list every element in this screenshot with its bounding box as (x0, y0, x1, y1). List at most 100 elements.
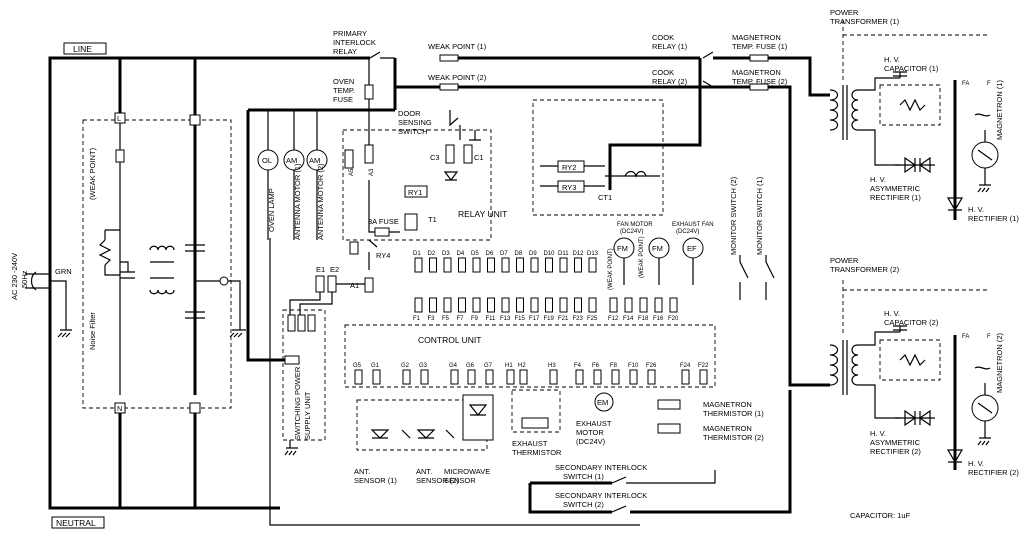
e1-label: E1 (316, 265, 325, 274)
mag-therm-1-label-2: THERMISTOR (1) (703, 409, 764, 418)
ant-sensor-elements (370, 429, 455, 439)
connector-f8 (611, 369, 620, 385)
pt1-label-2: TRANSFORMER (1) (830, 17, 900, 26)
em-label: EM (597, 398, 608, 407)
weak-point-2-label: WEAK POINT (2) (428, 73, 487, 82)
connector-f21 (559, 297, 568, 313)
ry3-label: RY3 (562, 183, 576, 192)
connector-f25 (588, 297, 597, 313)
asym-rectifier-1 (895, 156, 935, 174)
microwave-sensor-label-2: SENSOR (444, 476, 476, 485)
connector-f6-label: F6 (592, 363, 600, 369)
connector-d11 (559, 257, 568, 273)
c3-label: C3 (430, 153, 440, 162)
hvrect2-label-1: H. V. (968, 459, 984, 468)
pt2-primary (829, 344, 839, 386)
exhaust-fan-label-1: EXHAUST FAN (672, 222, 714, 228)
connector-d10-label: D10 (544, 251, 556, 257)
sec-interlock-2-label-1: SECONDARY INTERLOCK (555, 491, 647, 500)
magnetron-2-label: MAGNETRON (2) (995, 332, 1004, 393)
hvcap1-box (879, 84, 941, 126)
mag-fuse-1-label-1: MAGNETRON (732, 33, 781, 42)
hv-rectifier-1 (946, 197, 964, 212)
choke-lower (149, 289, 175, 295)
e2-terminal (327, 275, 337, 293)
relay-aux-fuse (349, 241, 359, 255)
plug-body (30, 271, 37, 291)
filter-resistor-leads (104, 229, 120, 276)
supply-wire (48, 56, 122, 510)
connector-f22 (699, 369, 708, 385)
oven-temp-fuse (364, 84, 374, 100)
mag-therm-2-label-2: THERMISTOR (2) (703, 433, 764, 442)
hv-rectifier-2 (946, 449, 964, 464)
asym2-label-2: ASYMMETRIC (870, 438, 921, 447)
connector-d8 (516, 257, 524, 273)
ant-sensor-1-label-1: ANT. (354, 467, 370, 476)
asym-rectifier-2 (895, 409, 935, 427)
exhaust-thermistor-label-2: THERMISTOR (512, 448, 562, 457)
connector-f1 (414, 297, 423, 313)
connector-f14-label: F14 (623, 316, 634, 322)
terminal-l-label: L (117, 114, 121, 123)
connector-f18 (639, 297, 648, 313)
mag-fuse-2-label-2: TEMP. FUSE (2) (732, 77, 788, 86)
monitor-switch-1-label: MONITOR SWITCH (1) (755, 176, 764, 255)
connector-g1 (372, 369, 381, 385)
exhaust-thermistor (521, 417, 549, 429)
connector-f7 (458, 297, 466, 313)
connector-g4 (450, 369, 459, 385)
connector-d13-label: D13 (587, 251, 599, 257)
connector-f20 (669, 297, 678, 313)
asym1-label-1: H. V. (870, 175, 886, 184)
ant-sensor-1-label-2: SENSOR (1) (354, 476, 397, 485)
asym2-label-3: RECTIFIER (2) (870, 447, 921, 456)
connector-d10 (545, 257, 553, 273)
connector-g5 (354, 369, 363, 385)
magnetron-2-ground (977, 421, 991, 446)
e-terminal-leads (289, 283, 365, 315)
ry2-label: RY2 (562, 163, 576, 172)
door-sensing-label-3: SWITCH (398, 127, 428, 136)
connector-d5-label: D5 (471, 251, 479, 257)
mag-therm-1-label-1: MAGNETRON (703, 400, 752, 409)
noise-filter-box (82, 119, 232, 409)
connector-d1-label: D1 (413, 251, 421, 257)
connector-f10 (629, 369, 638, 385)
connector-f13 (501, 297, 510, 313)
connector-f7-label: F7 (457, 316, 465, 322)
t1-label: T1 (428, 215, 437, 224)
connector-d12-label: D12 (573, 251, 585, 257)
connector-f20-label: F20 (668, 316, 679, 322)
weak-point-2-fuse (439, 83, 459, 91)
connector-d2 (429, 257, 437, 273)
ry1-label: RY1 (408, 188, 422, 197)
monitor-switches (739, 255, 775, 300)
sps-connector-1 (287, 314, 296, 332)
connector-d3 (443, 257, 452, 273)
connector-f11 (487, 297, 495, 313)
connector-f9-label: F9 (471, 316, 479, 322)
connector-d4-label: D4 (457, 251, 465, 257)
connector-h2 (519, 369, 528, 385)
neutral-label-box (51, 516, 105, 529)
connector-d9 (530, 257, 539, 273)
connector-f15 (516, 297, 524, 313)
primary-interlock-label-2: INTERLOCK (333, 38, 376, 47)
plug-pins (25, 273, 50, 289)
oven-temp-fuse-label-2: TEMP. (333, 86, 355, 95)
pt2-label-1: POWER (830, 256, 859, 265)
connector-d9-label: D9 (529, 251, 537, 257)
exhaust-thermistor-label-1: EXHAUST (512, 439, 548, 448)
connector-f22-label: F22 (698, 363, 709, 369)
connector-f3-label: F3 (428, 316, 436, 322)
connector-f9 (472, 297, 481, 313)
connector-g7-label: G7 (484, 363, 493, 369)
connector-g4-label: G4 (449, 363, 458, 369)
connector-g3 (420, 369, 429, 385)
connector-f12 (609, 297, 618, 313)
weak-point-1-label: WEAK POINT (1) (428, 42, 487, 51)
relay-unit-box (342, 129, 492, 241)
connector-h1-label: H1 (505, 363, 513, 369)
